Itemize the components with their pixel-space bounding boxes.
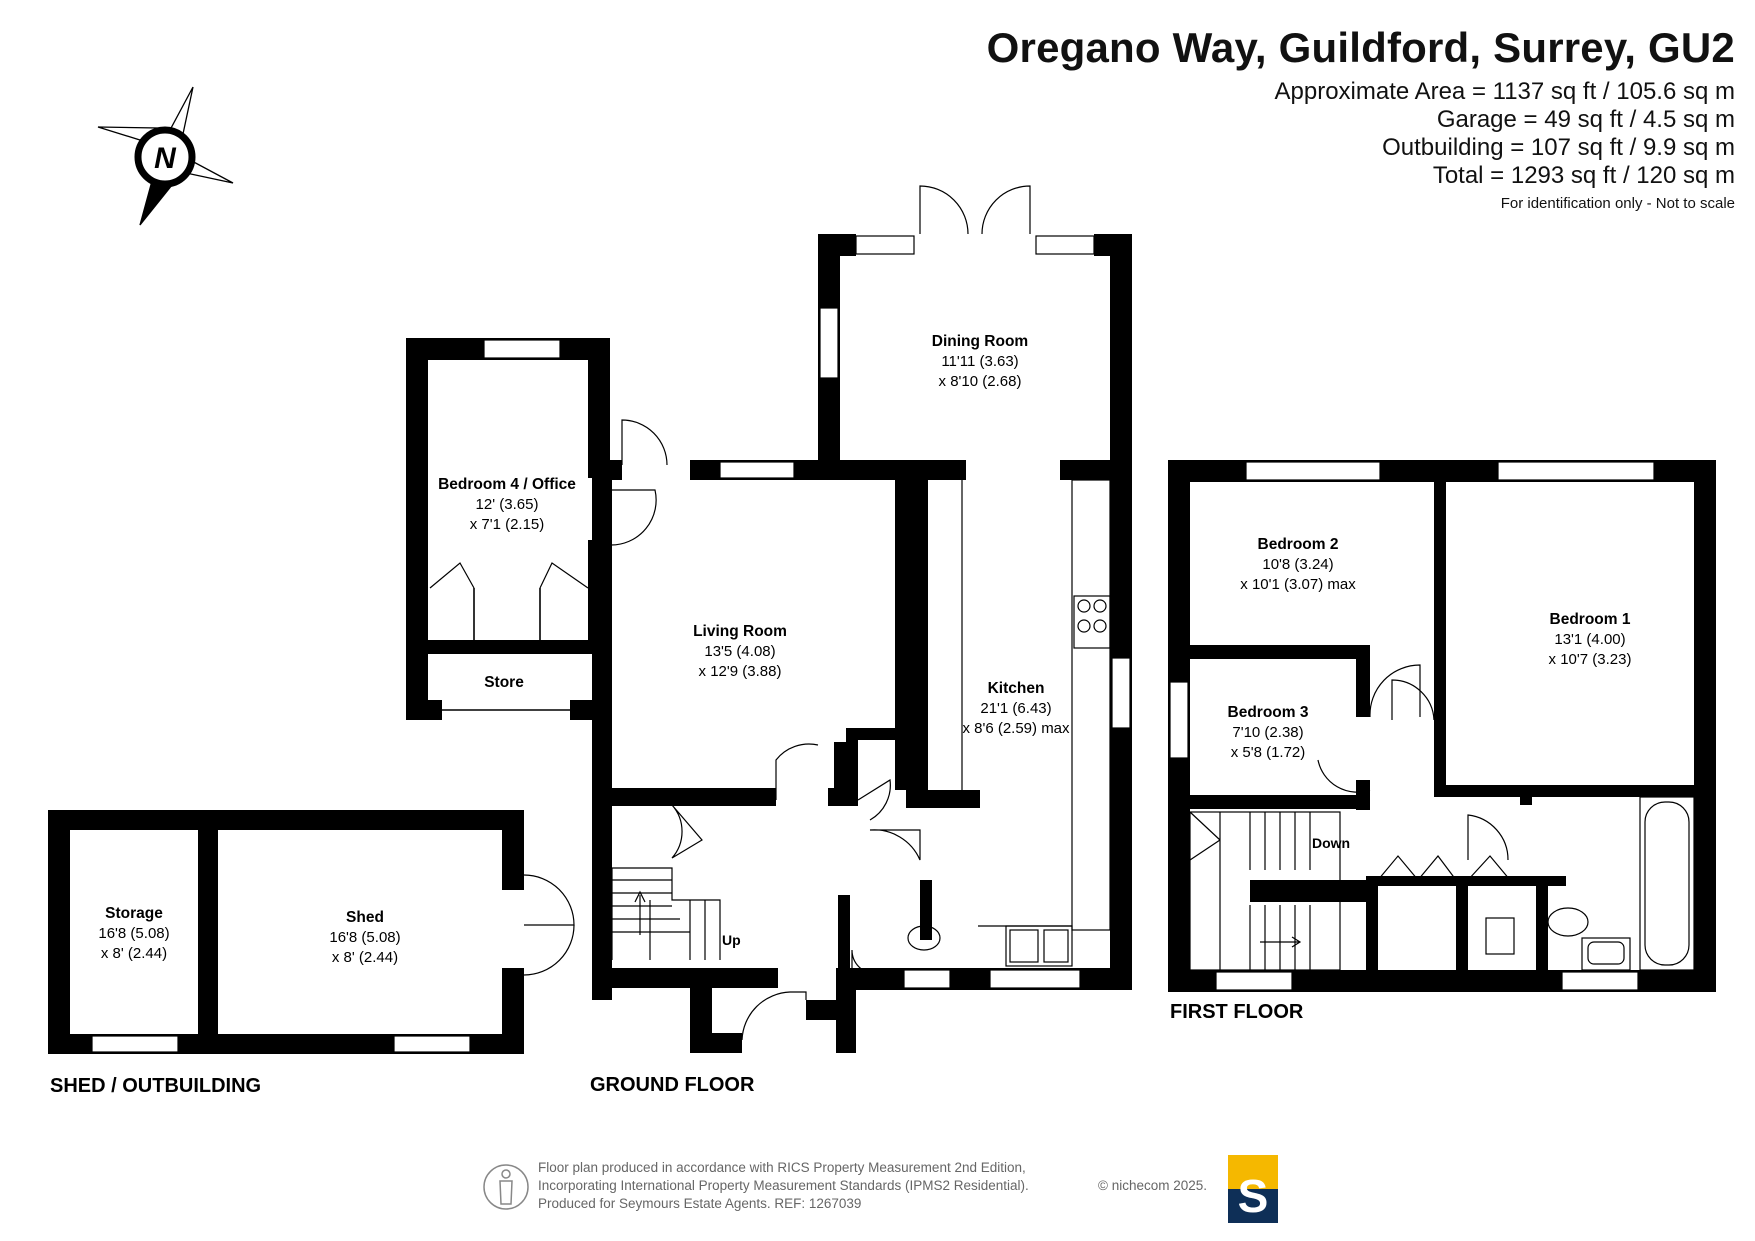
room-name: Storage	[105, 905, 163, 922]
room-dimension: 12' (3.65)	[476, 496, 539, 513]
room-name: Shed	[346, 909, 384, 926]
room-bedroom-4-office: Bedroom 4 / Office 12' (3.65) x 7'1 (2.1…	[438, 476, 576, 533]
total-area: Total = 1293 sq ft / 120 sq m	[1432, 162, 1735, 189]
room-dimension: x 12'9 (3.88)	[699, 663, 782, 680]
room-dimension: 7'10 (2.38)	[1232, 724, 1303, 741]
room-dimension: 16'8 (5.08)	[98, 925, 169, 942]
room-dimension: x 10'7 (3.23)	[1549, 651, 1632, 668]
room-name: Store	[484, 674, 524, 691]
footer-line-3: Produced for Seymours Estate Agents. REF…	[538, 1196, 861, 1211]
scale-disclaimer: For identification only - Not to scale	[1500, 195, 1735, 212]
room-dimension: 16'8 (5.08)	[329, 929, 400, 946]
room-dimension: 21'1 (6.43)	[980, 700, 1051, 717]
room-bedroom-1: Bedroom 1 13'1 (4.00) x 10'7 (3.23)	[1549, 611, 1632, 668]
footer: Floor plan produced in accordance with R…	[483, 1155, 1278, 1223]
room-kitchen: Kitchen 21'1 (6.43) x 8'6 (2.59) max	[962, 680, 1070, 737]
room-storage: Storage 16'8 (5.08) x 8' (2.44)	[98, 905, 169, 962]
room-name: Living Room	[693, 623, 787, 640]
room-dimension: 10'8 (3.24)	[1262, 556, 1333, 573]
room-shed: Shed 16'8 (5.08) x 8' (2.44)	[329, 909, 400, 966]
seymours-logo: S	[1228, 1155, 1278, 1223]
property-title: Oregano Way, Guildford, Surrey, GU2	[986, 24, 1735, 71]
approximate-area: Approximate Area = 1137 sq ft / 105.6 sq…	[1274, 78, 1736, 105]
room-dimension: x 7'1 (2.15)	[470, 516, 545, 533]
room-dimension: 13'1 (4.00)	[1554, 631, 1625, 648]
room-name: Bedroom 3	[1228, 704, 1309, 721]
ground-floor-plan	[406, 185, 1132, 1053]
room-name: Kitchen	[988, 680, 1045, 697]
compass-letter: N	[154, 142, 177, 175]
footer-line-2: Incorporating International Property Mea…	[538, 1178, 1029, 1193]
room-name: Bedroom 2	[1258, 536, 1339, 553]
room-dimension: 13'5 (4.08)	[704, 643, 775, 660]
room-name: Bedroom 1	[1550, 611, 1631, 628]
room-name: Bedroom 4 / Office	[438, 476, 576, 493]
outbuilding-plan	[48, 810, 575, 1054]
outbuilding-label: SHED / OUTBUILDING	[50, 1075, 261, 1097]
room-dimension: 11'11 (3.63)	[941, 353, 1018, 370]
room-bedroom-2: Bedroom 2 10'8 (3.24) x 10'1 (3.07) max	[1240, 536, 1356, 593]
copyright: © nichecom 2025.	[1098, 1178, 1207, 1193]
first-floor-plan	[1168, 460, 1716, 992]
room-dimension: x 10'1 (3.07) max	[1240, 576, 1356, 593]
room-dimension: x 5'8 (1.72)	[1231, 744, 1306, 761]
room-dimension: x 8' (2.44)	[101, 945, 167, 962]
first-floor-label: FIRST FLOOR	[1170, 1001, 1304, 1023]
person-icon	[483, 1164, 529, 1210]
room-dimension: x 8' (2.44)	[332, 949, 398, 966]
stairs-up-label: Up	[722, 932, 741, 948]
ground-floor-label: GROUND FLOOR	[590, 1074, 755, 1096]
garage-area: Garage = 49 sq ft / 4.5 sq m	[1436, 106, 1735, 133]
room-dimension: x 8'10 (2.68)	[939, 373, 1022, 390]
room-living: Living Room 13'5 (4.08) x 12'9 (3.88)	[693, 623, 787, 680]
room-dimension: x 8'6 (2.59) max	[962, 720, 1070, 737]
room-dining: Dining Room 11'11 (3.63) x 8'10 (2.68)	[932, 333, 1028, 390]
footer-line-1: Floor plan produced in accordance with R…	[538, 1160, 1026, 1175]
logo-letter: S	[1238, 1170, 1269, 1222]
compass-icon: N	[97, 86, 234, 226]
room-bedroom-3: Bedroom 3 7'10 (2.38) x 5'8 (1.72)	[1228, 704, 1309, 761]
room-name: Dining Room	[932, 333, 1028, 350]
stairs-down-label: Down	[1312, 835, 1350, 851]
outbuilding-area: Outbuilding = 107 sq ft / 9.9 sq m	[1382, 134, 1735, 161]
room-store: Store	[484, 674, 524, 691]
